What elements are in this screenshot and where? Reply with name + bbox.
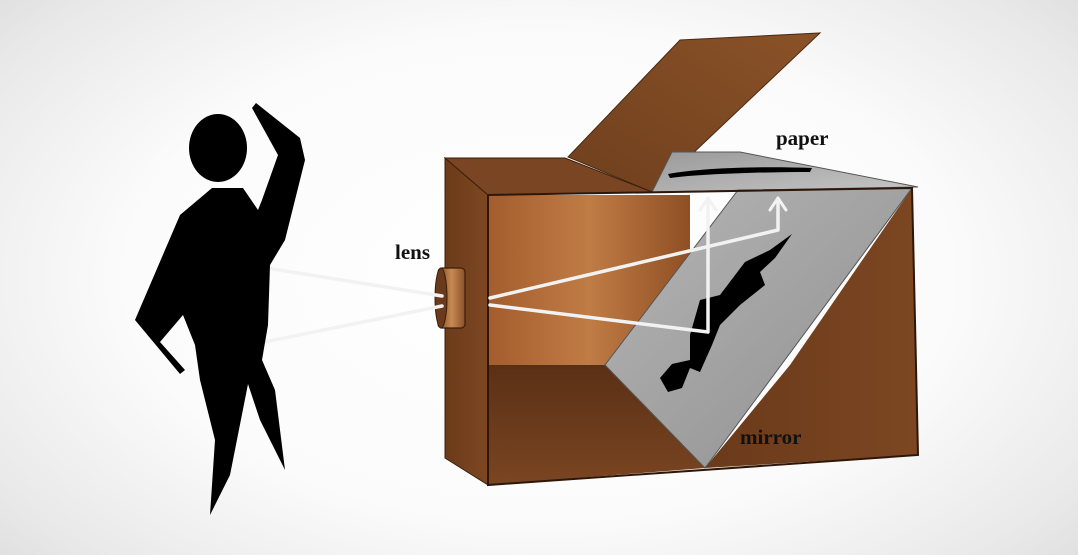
- box-floor: [488, 365, 705, 485]
- camera-box: [443, 32, 920, 487]
- person-silhouette: [135, 103, 305, 515]
- lens-barrel: [434, 267, 466, 329]
- box-right-wall: [705, 188, 918, 468]
- paper-label: paper: [776, 126, 829, 150]
- lens-label: lens: [395, 240, 431, 264]
- mirror-image-figure: [660, 234, 792, 392]
- paper-image: [668, 167, 812, 178]
- mirror-label: mirror: [740, 425, 802, 449]
- box-lid: [567, 32, 822, 193]
